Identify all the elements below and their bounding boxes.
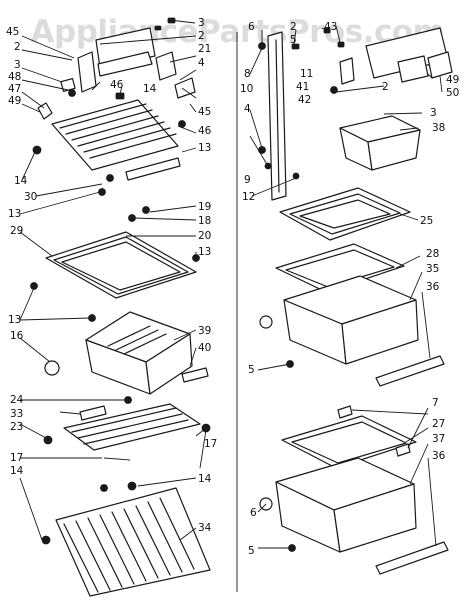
leader-lines bbox=[19, 19, 443, 549]
label-3: 3 bbox=[14, 59, 21, 71]
upper-bracket-assembly bbox=[37, 17, 196, 120]
upper-right-brackets bbox=[330, 27, 453, 94]
label-2b: 2 bbox=[290, 21, 297, 33]
vertical-rail-10 bbox=[258, 27, 345, 201]
label-48: 49 bbox=[8, 95, 21, 107]
crisper-assembly-upper bbox=[259, 243, 445, 387]
label-36: 38 bbox=[432, 122, 445, 134]
label-3b: 3 bbox=[198, 17, 205, 29]
label-4: 4 bbox=[198, 57, 205, 69]
label-27: 27 bbox=[432, 418, 445, 430]
label-17a: 17 bbox=[204, 438, 217, 450]
wire-shelf-upper bbox=[32, 99, 186, 196]
crisper-pan-37 bbox=[44, 311, 209, 395]
label-50: 50 bbox=[446, 87, 459, 99]
label-30: 30 bbox=[24, 191, 37, 203]
label-29: 29 bbox=[10, 225, 23, 237]
wire-shelf-31 bbox=[43, 396, 211, 451]
label-14a: 14 bbox=[143, 83, 157, 95]
label-12: 12 bbox=[242, 191, 255, 203]
label-17b: 17 bbox=[10, 452, 23, 464]
label-8: 8 bbox=[244, 68, 251, 80]
label-43: 45 bbox=[198, 106, 211, 118]
label-3c: 3 bbox=[430, 107, 437, 119]
label-33: 35 bbox=[426, 263, 439, 275]
label-25: 25 bbox=[420, 215, 433, 227]
label-39: 41 bbox=[296, 81, 309, 93]
label-10: 10 bbox=[240, 83, 253, 95]
label-5c: 5 bbox=[248, 545, 255, 557]
label-16: 16 bbox=[10, 330, 24, 342]
label-34a: 36 bbox=[426, 281, 440, 293]
label-40: 42 bbox=[298, 94, 311, 106]
label-13a: 13 bbox=[198, 142, 211, 154]
label-2c: 2 bbox=[382, 81, 389, 93]
label-4b: 4 bbox=[244, 103, 251, 115]
label-7: 7 bbox=[432, 397, 439, 409]
part-number-labels: 45 2 3 48 47 49 46 14 3 2 21 4 45 46 13 … bbox=[6, 17, 459, 557]
label-11: 11 bbox=[300, 68, 313, 80]
label-45: 47 bbox=[8, 83, 21, 95]
shelf-frame-25 bbox=[279, 187, 411, 241]
label-49: 49 bbox=[446, 74, 459, 86]
label-9: 9 bbox=[244, 174, 251, 186]
label-5a: 5 bbox=[290, 34, 297, 46]
label-32: 34 bbox=[198, 522, 212, 534]
label-6b: 6 bbox=[250, 507, 257, 519]
label-19: 20 bbox=[198, 230, 211, 242]
shelf-frame-29 bbox=[30, 206, 200, 299]
label-24: 24 bbox=[10, 394, 24, 406]
label-2: 2 bbox=[14, 41, 21, 53]
wire-shelf-32 bbox=[41, 481, 211, 597]
label-46: 48 bbox=[8, 71, 21, 83]
label-14b: 14 bbox=[14, 175, 28, 187]
label-34b: 36 bbox=[432, 450, 446, 462]
label-37: 39 bbox=[198, 325, 211, 337]
label-13c: 13 bbox=[198, 246, 211, 258]
label-41: 43 bbox=[324, 21, 337, 33]
label-28: 28 bbox=[426, 248, 439, 260]
label-5b: 5 bbox=[248, 364, 255, 376]
label-1: 2 bbox=[198, 30, 205, 42]
crisper-assembly-lower bbox=[259, 405, 449, 575]
label-21: 21 bbox=[198, 43, 211, 55]
label-23: 23 bbox=[10, 421, 23, 433]
label-31: 33 bbox=[10, 408, 23, 420]
label-13b: 13 bbox=[8, 208, 21, 220]
label-14d: 14 bbox=[198, 473, 212, 485]
label-20: 19 bbox=[198, 201, 211, 213]
label-35: 37 bbox=[432, 433, 445, 445]
label-13d: 13 bbox=[8, 314, 21, 326]
storage-bin-36 bbox=[339, 115, 421, 171]
label-14c: 14 bbox=[10, 465, 24, 477]
label-18: 18 bbox=[198, 215, 211, 227]
label-38: 40 bbox=[198, 342, 211, 354]
label-42: 45 bbox=[6, 26, 19, 38]
label-47: 46 bbox=[110, 79, 124, 91]
label-44: 46 bbox=[198, 125, 212, 137]
label-6: 6 bbox=[248, 21, 255, 33]
